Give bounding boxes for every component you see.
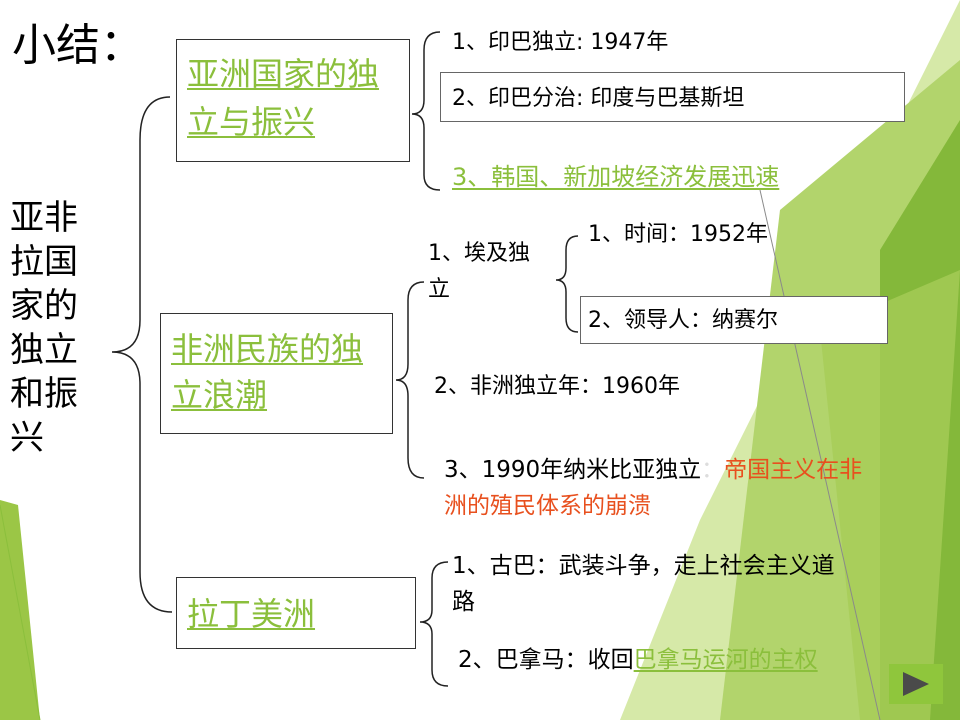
asia-bracket	[411, 31, 441, 191]
asia-heading-link[interactable]: 亚洲国家的独立与振兴	[187, 55, 380, 141]
slide-title: 小结：	[12, 20, 144, 71]
africa-heading-box[interactable]: 非洲民族的独立浪潮	[160, 313, 393, 434]
latam-heading-link[interactable]: 拉丁美洲	[187, 595, 316, 633]
africa-item-3-prefix: 3、1990年纳米比亚独立	[444, 457, 702, 483]
egypt-label: 1、埃及独立	[428, 241, 530, 302]
bg-thin-line	[0, 504, 41, 720]
africa-item-3-highlight: 帝国主义在非洲的殖民体系的崩溃	[444, 457, 863, 519]
asia-item-3-link[interactable]: 3、韩国、新加坡经济发展迅速	[452, 163, 780, 191]
africa-item-3: 3、1990年纳米比亚独立：帝国主义在非洲的殖民体系的崩溃	[444, 452, 884, 524]
asia-heading-box[interactable]: 亚洲国家的独立与振兴	[176, 39, 410, 162]
egypt-leader: 2、领导人：纳赛尔	[588, 308, 778, 333]
play-triangle-icon	[903, 672, 929, 696]
latam-item-2-prefix: 2、巴拿马：收回	[458, 647, 634, 673]
main-bracket	[111, 96, 173, 613]
africa-item-3-separator: ：	[701, 457, 725, 483]
africa-heading-link[interactable]: 非洲民族的独立浪潮	[171, 330, 364, 414]
asia-item-2: 2、印巴分治: 印度与巴基斯坦	[452, 86, 745, 111]
egypt-leader-box	[580, 296, 888, 344]
latam-item-2-link[interactable]: 巴拿马运河的主权	[633, 647, 818, 673]
latam-bracket	[419, 561, 449, 687]
asia-item-1: 1、印巴独立: 1947年	[452, 30, 669, 55]
next-slide-button[interactable]	[889, 664, 943, 704]
africa-item-2: 2、非洲独立年：1960年	[434, 374, 680, 399]
latam-heading-box[interactable]: 拉丁美洲	[176, 577, 416, 649]
latam-item-1: 1、古巴：武装斗争，走上社会主义道路	[452, 553, 835, 615]
main-topic: 亚非拉国家的独立和振兴	[10, 198, 78, 458]
egypt-time: 1、时间：1952年	[588, 222, 768, 247]
africa-bracket	[395, 281, 425, 479]
latam-item-2: 2、巴拿马：收回巴拿马运河的主权	[458, 642, 868, 678]
bg-thin-line	[759, 189, 881, 720]
egypt-bracket	[555, 235, 579, 333]
asia-item-2-box	[440, 72, 905, 122]
